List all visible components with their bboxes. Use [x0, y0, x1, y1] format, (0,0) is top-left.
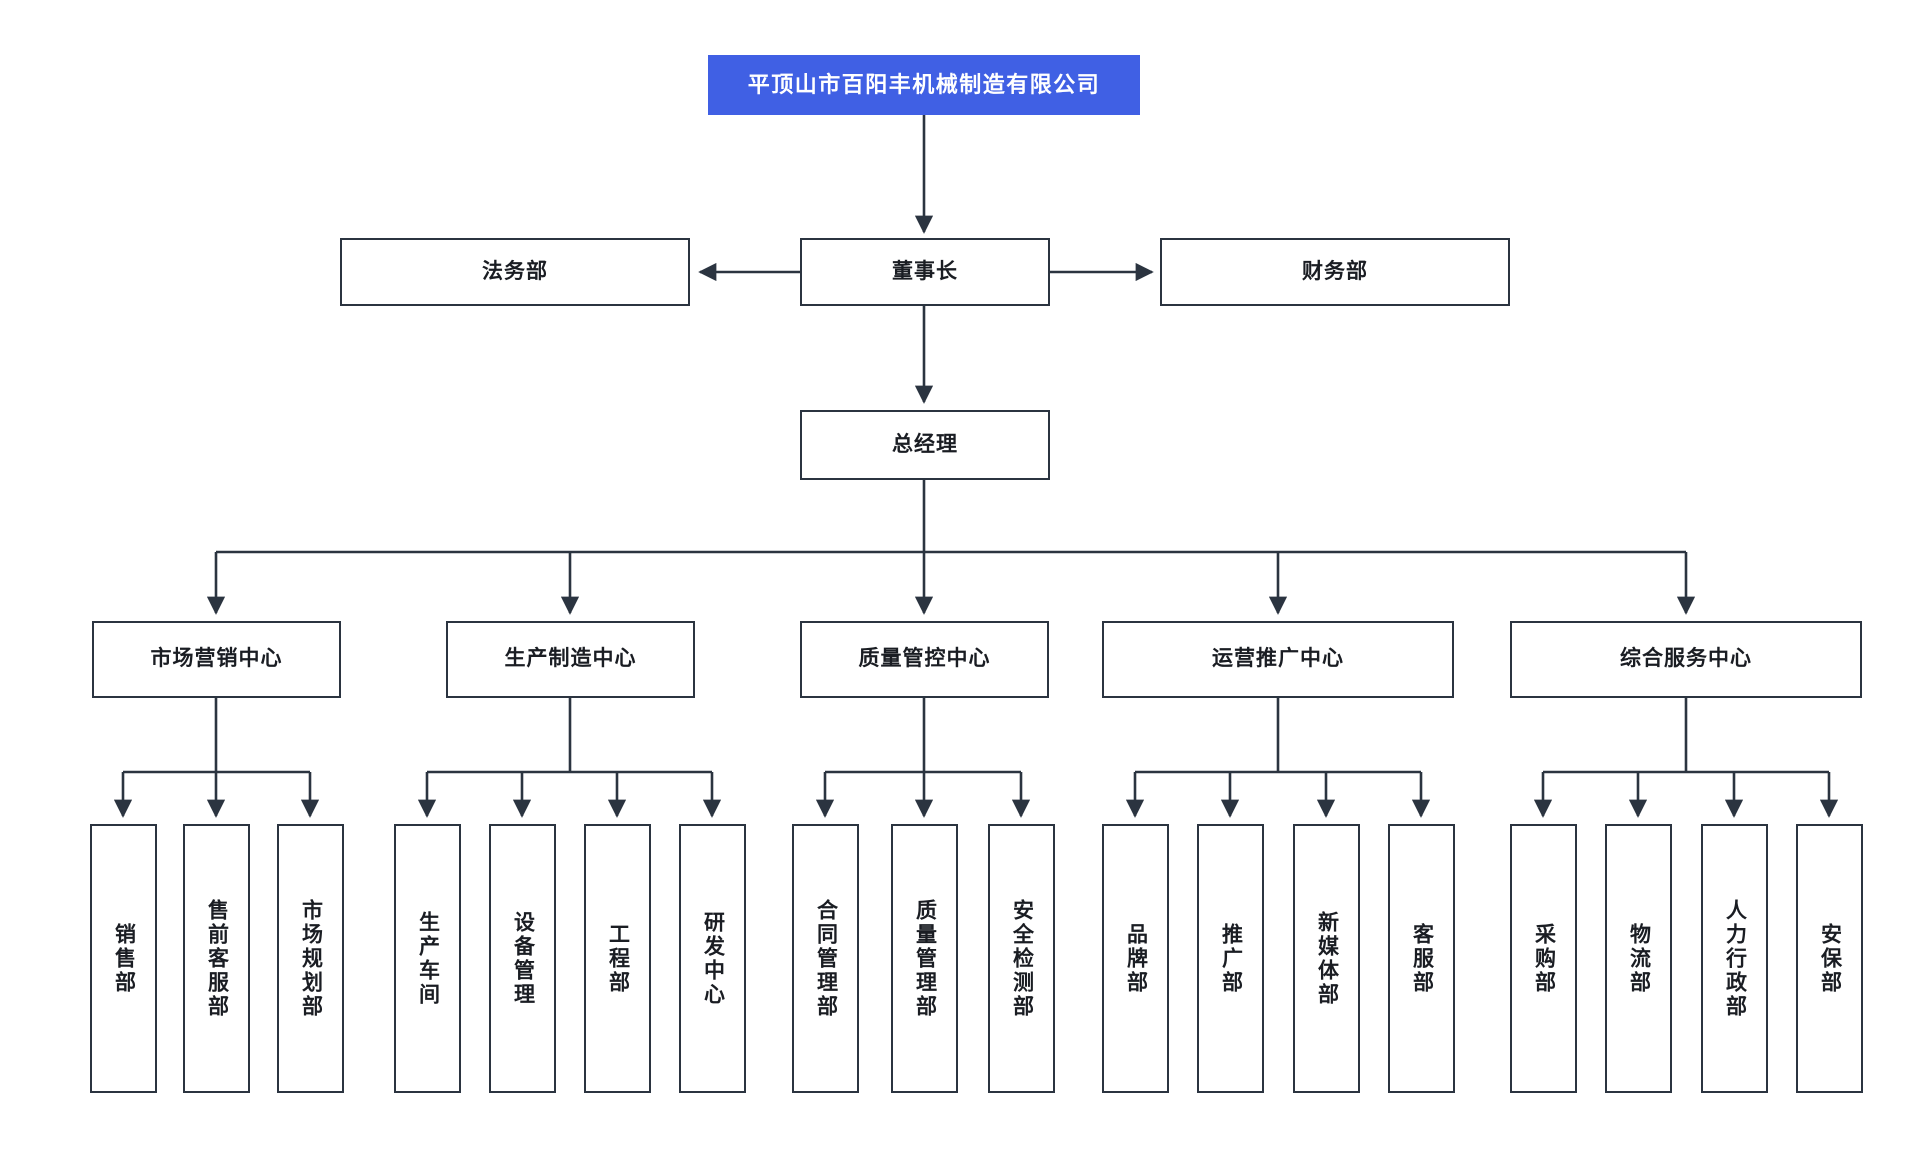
node-legal-department-label: 法务部 [482, 259, 548, 283]
node-dept-rnd-center-label: 研发中心 [701, 910, 725, 1007]
node-legal-department[interactable]: 法务部 [340, 238, 690, 306]
node-dept-sales-label: 销售部 [112, 922, 136, 995]
node-dept-engineering-label: 工程部 [606, 922, 630, 995]
node-dept-safety-inspection-label: 安全检测部 [1010, 898, 1034, 1019]
node-dept-contract-management-label: 合同管理部 [814, 898, 838, 1019]
node-dept-logistics-label: 物流部 [1627, 922, 1651, 995]
node-dept-security-label: 安保部 [1818, 922, 1842, 995]
node-chairman-label: 董事长 [892, 259, 958, 283]
node-center-quality-label: 质量管控中心 [858, 647, 991, 671]
node-dept-brand[interactable]: 品牌部 [1102, 824, 1169, 1093]
node-dept-equipment-management-label: 设备管理 [511, 910, 535, 1007]
node-dept-procurement[interactable]: 采购部 [1510, 824, 1577, 1093]
node-dept-production-workshop[interactable]: 生产车间 [394, 824, 461, 1093]
node-dept-production-workshop-label: 生产车间 [416, 910, 440, 1007]
node-dept-brand-label: 品牌部 [1124, 922, 1148, 995]
node-dept-new-media-label: 新媒体部 [1315, 910, 1339, 1007]
node-center-production-label: 生产制造中心 [504, 647, 637, 671]
node-dept-security[interactable]: 安保部 [1796, 824, 1863, 1093]
node-dept-market-planning-label: 市场规划部 [299, 898, 323, 1019]
node-general-manager-label: 总经理 [892, 432, 958, 456]
node-center-quality[interactable]: 质量管控中心 [800, 621, 1049, 698]
node-dept-promotion-label: 推广部 [1219, 922, 1243, 995]
node-dept-safety-inspection[interactable]: 安全检测部 [988, 824, 1055, 1093]
node-chairman[interactable]: 董事长 [800, 238, 1050, 306]
node-company-root-label: 平顶山市百阳丰机械制造有限公司 [747, 72, 1101, 98]
node-center-general-services-label: 综合服务中心 [1620, 647, 1752, 671]
node-company-root[interactable]: 平顶山市百阳丰机械制造有限公司 [708, 55, 1140, 115]
node-dept-procurement-label: 采购部 [1532, 922, 1556, 995]
node-center-operations[interactable]: 运营推广中心 [1102, 621, 1454, 698]
node-dept-customer-service[interactable]: 客服部 [1388, 824, 1455, 1093]
node-finance-department[interactable]: 财务部 [1160, 238, 1510, 306]
node-dept-hr-admin-label: 人力行政部 [1723, 898, 1747, 1019]
node-dept-customer-service-label: 客服部 [1410, 922, 1434, 995]
node-dept-contract-management[interactable]: 合同管理部 [792, 824, 859, 1093]
node-dept-sales[interactable]: 销售部 [90, 824, 157, 1093]
node-center-production[interactable]: 生产制造中心 [446, 621, 695, 698]
node-dept-market-planning[interactable]: 市场规划部 [277, 824, 344, 1093]
node-center-marketing-label: 市场营销中心 [150, 647, 283, 671]
node-center-marketing[interactable]: 市场营销中心 [92, 621, 341, 698]
node-dept-engineering[interactable]: 工程部 [584, 824, 651, 1093]
node-dept-presales-service[interactable]: 售前客服部 [183, 824, 250, 1093]
node-finance-department-label: 财务部 [1302, 259, 1368, 283]
node-center-general-services[interactable]: 综合服务中心 [1510, 621, 1862, 698]
node-dept-quality-management-label: 质量管理部 [913, 898, 937, 1019]
node-dept-quality-management[interactable]: 质量管理部 [891, 824, 958, 1093]
node-dept-new-media[interactable]: 新媒体部 [1293, 824, 1360, 1093]
node-dept-hr-admin[interactable]: 人力行政部 [1701, 824, 1768, 1093]
node-dept-rnd-center[interactable]: 研发中心 [679, 824, 746, 1093]
node-general-manager[interactable]: 总经理 [800, 410, 1050, 480]
node-dept-equipment-management[interactable]: 设备管理 [489, 824, 556, 1093]
node-dept-promotion[interactable]: 推广部 [1197, 824, 1264, 1093]
node-dept-logistics[interactable]: 物流部 [1605, 824, 1672, 1093]
node-center-operations-label: 运营推广中心 [1212, 647, 1344, 671]
node-dept-presales-service-label: 售前客服部 [205, 898, 229, 1019]
